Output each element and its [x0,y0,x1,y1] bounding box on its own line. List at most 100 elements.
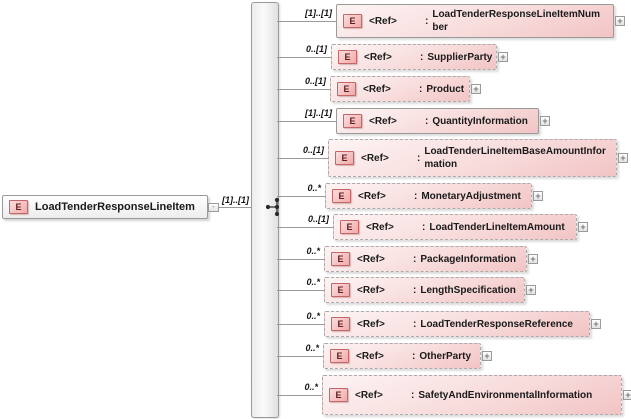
expand-button[interactable]: + [471,84,481,94]
name-separator: : [425,15,429,27]
name-separator: : [419,83,423,95]
name-separator: : [417,152,421,164]
expand-button[interactable]: + [578,222,588,232]
connector-line [277,21,336,22]
collapse-button[interactable]: - [208,203,219,212]
sequence-compositor-bar[interactable] [251,2,279,418]
name-separator: : [413,318,417,330]
expand-button[interactable]: + [482,351,492,361]
name-separator: : [425,115,429,127]
cardinality-label: 0..* [306,246,320,256]
element-box[interactable]: E <Ref> : Product [330,76,470,102]
ref-label: <Ref> [357,284,385,296]
sequence-icon [265,197,280,217]
element-name: LengthSpecification [420,284,516,296]
cardinality-label: 0..[1] [302,145,324,155]
name-separator: : [414,190,418,202]
connector-line [277,121,336,122]
ref-label: <Ref> [357,253,385,265]
ref-label: <Ref> [369,15,397,27]
cardinality-label: [1]..[1] [305,8,332,18]
name-separator: : [420,51,424,63]
element-box[interactable]: E <Ref> : LoadTenderResponseReference [324,311,590,337]
ref-label: <Ref> [363,83,391,95]
element-badge: E [332,189,351,203]
element-name: Product [426,83,465,95]
connector-line [277,89,330,90]
expand-button[interactable]: + [540,116,550,126]
element-box[interactable]: E <Ref> : SupplierParty [331,44,497,70]
name-separator: : [413,253,417,265]
connector-line [277,290,324,291]
expand-button[interactable]: + [615,16,625,26]
element-name: OtherParty [419,350,472,362]
cardinality-label: [1]..[1] [305,108,332,118]
element-badge: E [343,114,362,128]
element-name: PackageInformation [420,253,516,265]
element-name: LoadTenderLineItemAmount [429,221,565,233]
cardinality-label: 0..* [306,311,320,321]
root-element-name: LoadTenderResponseLineItem [35,201,195,213]
ref-label: <Ref> [358,190,386,202]
ref-label: <Ref> [355,389,383,401]
ref-label: <Ref> [369,115,397,127]
element-badge: E [338,50,357,64]
name-separator: : [422,221,426,233]
cardinality-label: 0..* [306,277,320,287]
cardinality-label: 0..[1] [304,76,326,86]
name-separator: : [411,389,415,401]
element-badge: E [329,388,348,402]
ref-label: <Ref> [361,152,389,164]
ref-label: <Ref> [366,221,394,233]
element-name: QuantityInformation [432,115,528,127]
expand-button[interactable]: + [533,191,543,201]
element-box[interactable]: E <Ref> : LoadTenderLineItemAmount [333,214,577,240]
root-element-box[interactable]: E LoadTenderResponseLineItem [2,195,208,219]
element-name: LoadTenderLineItemBaseAmountInformation [424,146,606,170]
element-box[interactable]: E <Ref> : LoadTenderResponseLineItemNumb… [336,4,614,38]
connector-line [277,395,322,396]
cardinality-label: 0..* [307,183,321,193]
element-box[interactable]: E <Ref> : LoadTenderLineItemBaseAmountIn… [328,139,617,177]
element-name: SafetyAndEnvironmentalInformation [418,389,593,401]
element-box[interactable]: E <Ref> : QuantityInformation [336,108,539,134]
expand-button[interactable]: + [618,153,628,163]
connector-line [277,356,323,357]
connector-line [277,57,331,58]
cardinality-label: 0..* [304,382,318,392]
root-cardinality-label: [1]..[1] [222,195,249,205]
element-box[interactable]: E <Ref> : PackageInformation [324,246,527,272]
connector-line [277,227,333,228]
element-badge: E [335,151,354,165]
element-box[interactable]: E <Ref> : OtherParty [323,343,481,369]
element-name: LoadTenderResponseLineItemNumber [432,9,600,33]
cardinality-label: 0..* [305,343,319,353]
element-box[interactable]: E <Ref> : SafetyAndEnvironmentalInformat… [322,375,622,415]
expand-button[interactable]: + [498,52,508,62]
ref-label: <Ref> [356,350,384,362]
expand-button[interactable]: + [591,319,601,329]
element-badge: E [9,200,28,214]
element-name: SupplierParty [427,51,493,63]
connector-line [277,158,328,159]
element-box[interactable]: E <Ref> : MonetaryAdjustment [325,183,532,209]
expand-button[interactable]: + [623,390,631,400]
connector-line [277,259,324,260]
element-name: LoadTenderResponseReference [420,318,573,330]
expand-button[interactable]: + [528,254,538,264]
element-name: MonetaryAdjustment [421,190,521,202]
cardinality-label: 0..[1] [307,214,329,224]
expand-button[interactable]: + [526,285,536,295]
connector-line [277,324,324,325]
element-badge: E [331,252,350,266]
element-badge: E [331,317,350,331]
cardinality-label: 0..[1] [305,44,327,54]
element-badge: E [337,82,356,96]
ref-label: <Ref> [364,51,392,63]
element-box[interactable]: E <Ref> : LengthSpecification [324,277,525,303]
element-badge: E [331,283,350,297]
name-separator: : [412,350,416,362]
connector-line [277,196,325,197]
element-badge: E [343,14,362,28]
